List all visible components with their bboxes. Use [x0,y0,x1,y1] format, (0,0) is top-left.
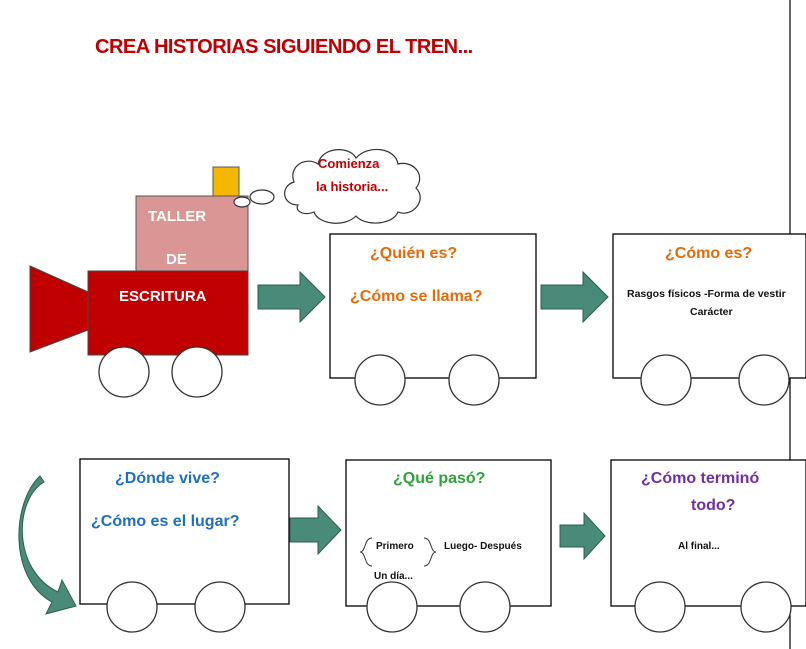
wheel [448,354,500,406]
donde-vive-question: ¿Dónde vive? [115,470,220,487]
locomotive-line3: ESCRITURA [119,288,207,305]
como-es-lugar-question: ¿Cómo es el lugar? [91,513,240,530]
primero-text: Primero [376,541,414,552]
wagon-como [612,233,806,379]
curved-arrow [18,475,77,615]
wheel [634,581,686,633]
como-se-llama-question: ¿Cómo se llama? [350,288,483,305]
como-termino-question: ¿Cómo terminó [641,470,760,487]
arrow [257,270,326,324]
quien-question: ¿Quién es? [370,245,458,262]
wheel [459,581,511,633]
wagon-termino [610,459,806,607]
left-brace [359,537,373,567]
wheel [740,581,792,633]
wheel [106,581,158,633]
todo-question: todo? [691,497,736,514]
bubble-line1: Comienza [318,156,380,171]
chimney [212,166,240,200]
wagon-quien [329,233,537,379]
bubble-line2: la historia... [316,179,389,194]
wheel [640,354,692,406]
arrow [289,504,342,556]
page-title: CREA HISTORIAS SIGUIENDO EL TREN... [95,36,473,58]
right-brace [423,537,437,567]
caracter-text: Carácter [690,306,733,318]
wheel [98,346,150,398]
thought-bubble [233,148,421,224]
wheel [738,354,790,406]
cowcatcher [29,265,89,353]
wheel [354,354,406,406]
wheel [194,581,246,633]
wheel [171,346,223,398]
arrow [540,270,609,324]
locomotive-line1: TALLER [148,208,207,225]
locomotive-line2: DE [166,251,187,268]
luego-despues-text: Luego- Después [444,541,522,552]
wagon-que [345,459,552,607]
rasgos-text: Rasgos físicos -Forma de vestir [627,288,786,300]
un-dia-text: Un día... [374,571,413,582]
wagon-donde [79,458,290,605]
locomotive-body [87,270,249,356]
wheel [366,581,418,633]
arrow [559,511,606,561]
que-paso-question: ¿Qué pasó? [393,470,486,487]
al-final-text: Al final... [678,541,720,552]
como-es-question: ¿Cómo es? [665,245,753,262]
